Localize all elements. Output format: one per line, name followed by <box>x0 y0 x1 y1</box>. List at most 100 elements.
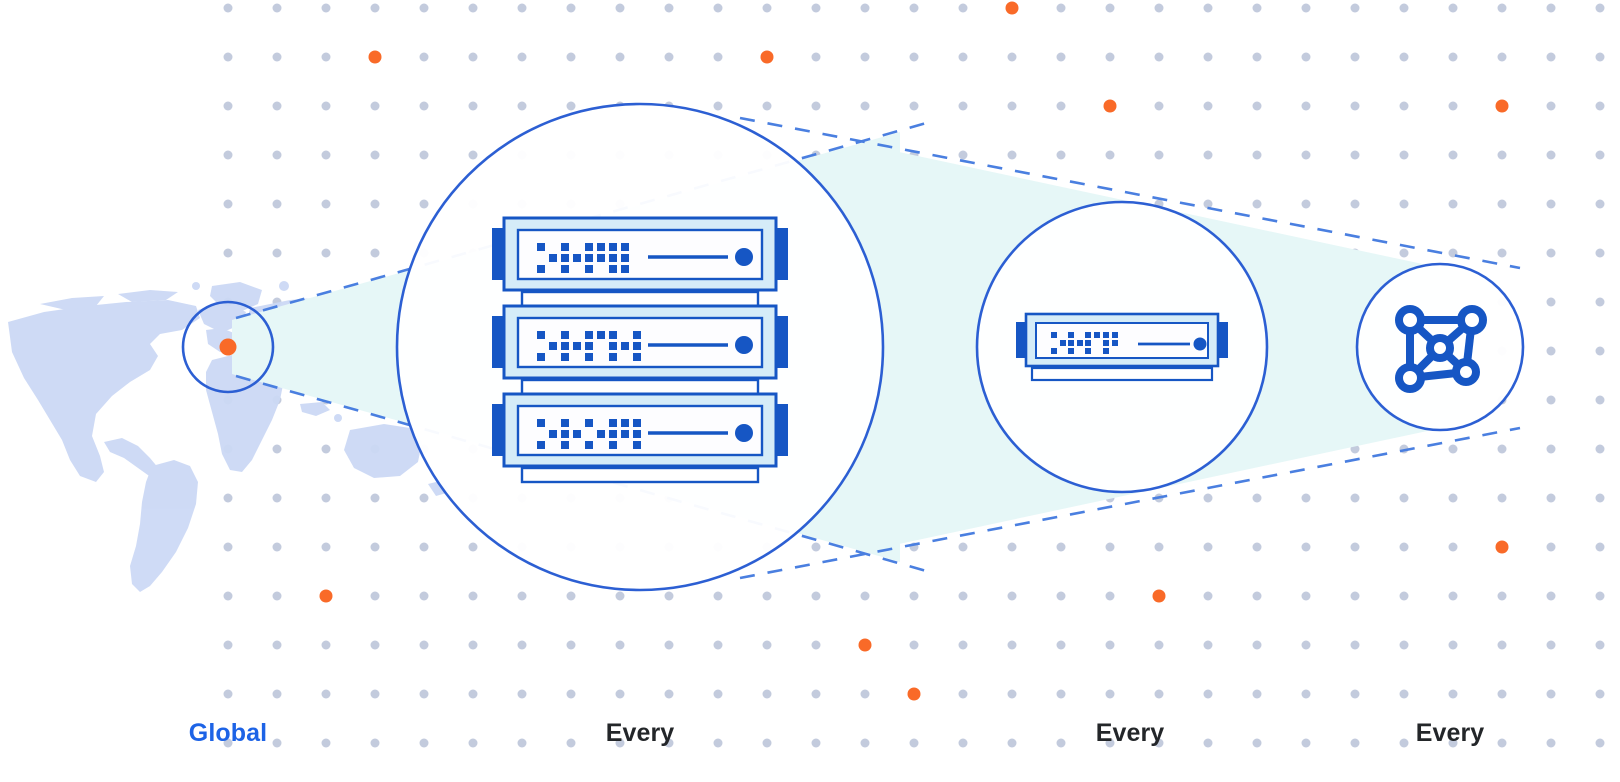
grid-dot <box>958 3 968 13</box>
grid-dot <box>1497 444 1507 454</box>
grid-dot <box>1399 738 1409 748</box>
grid-dot <box>1203 101 1213 111</box>
grid-dot <box>1595 444 1605 454</box>
grid-dot <box>272 150 282 160</box>
grid-dot <box>517 640 527 650</box>
funnel2-dashed-bottom <box>739 426 1521 580</box>
grid-dot <box>223 738 233 748</box>
grid-dot <box>1546 640 1556 650</box>
grid-dot <box>272 640 282 650</box>
grid-dot <box>1350 591 1360 601</box>
grid-dot <box>1105 640 1115 650</box>
grid-dot <box>1595 346 1605 356</box>
grid-dot-accent <box>760 50 774 64</box>
grid-dot <box>1203 150 1213 160</box>
grid-dot <box>1546 52 1556 62</box>
grid-dot-accent <box>858 638 872 652</box>
grid-dot <box>909 640 919 650</box>
grid-dot <box>1546 591 1556 601</box>
grid-dot <box>1595 150 1605 160</box>
grid-dot <box>958 542 968 552</box>
grid-dot <box>1448 591 1458 601</box>
grid-dot <box>1350 150 1360 160</box>
grid-dot <box>370 493 380 503</box>
grid-dot <box>370 542 380 552</box>
grid-dot <box>1301 52 1311 62</box>
grid-dot <box>321 150 331 160</box>
grid-dot <box>1399 101 1409 111</box>
grid-dot <box>958 150 968 160</box>
grid-dot <box>811 542 821 552</box>
grid-dot <box>223 591 233 601</box>
grid-dot <box>1154 689 1164 699</box>
grid-dot <box>1252 493 1262 503</box>
single-server-dot-matrix <box>1051 332 1118 354</box>
grid-dot <box>713 689 723 699</box>
grid-dot <box>1399 640 1409 650</box>
grid-dot <box>811 689 821 699</box>
grid-dot <box>1105 3 1115 13</box>
grid-dot <box>321 52 331 62</box>
label-every-service: Every service <box>1350 666 1550 782</box>
grid-dot <box>272 591 282 601</box>
grid-dot <box>468 591 478 601</box>
grid-dot <box>713 640 723 650</box>
grid-dot <box>1546 542 1556 552</box>
grid-dot <box>1399 493 1409 503</box>
grid-dot <box>1203 640 1213 650</box>
grid-dot <box>468 3 478 13</box>
grid-dot <box>860 591 870 601</box>
grid-dot <box>1448 542 1458 552</box>
grid-dot <box>1007 101 1017 111</box>
grid-dot <box>1105 591 1115 601</box>
grid-dot <box>1350 542 1360 552</box>
grid-dot <box>419 591 429 601</box>
grid-dot <box>419 640 429 650</box>
grid-dot <box>1056 150 1066 160</box>
grid-dot <box>1546 3 1556 13</box>
funnel-dashed-bottom <box>235 374 931 574</box>
grid-dot <box>664 738 674 748</box>
global-network-locator-circle[interactable] <box>181 300 275 394</box>
grid-dot <box>615 640 625 650</box>
grid-dot <box>1497 738 1507 748</box>
grid-dot <box>1595 493 1605 503</box>
grid-dot <box>1056 542 1066 552</box>
grid-dot <box>762 689 772 699</box>
grid-dot <box>272 199 282 209</box>
grid-dot <box>321 542 331 552</box>
grid-dot <box>615 52 625 62</box>
grid-dot <box>1154 542 1164 552</box>
grid-dot <box>1252 738 1262 748</box>
grid-dot <box>1399 542 1409 552</box>
grid-dot <box>1595 3 1605 13</box>
grid-dot <box>566 52 576 62</box>
grid-dot <box>517 738 527 748</box>
grid-dot <box>321 738 331 748</box>
grid-dot <box>1301 493 1311 503</box>
grid-dot <box>958 689 968 699</box>
grid-dot <box>566 101 576 111</box>
grid-dot <box>321 444 331 454</box>
grid-dot <box>468 689 478 699</box>
grid-dot <box>223 3 233 13</box>
grid-dot <box>1007 689 1017 699</box>
grid-dot <box>1399 689 1409 699</box>
grid-dot <box>419 738 429 748</box>
grid-dot <box>1497 689 1507 699</box>
grid-dot <box>1350 199 1360 209</box>
grid-dot <box>1497 199 1507 209</box>
grid-dot <box>1154 52 1164 62</box>
grid-dot <box>566 3 576 13</box>
grid-dot <box>1203 3 1213 13</box>
grid-dot <box>468 738 478 748</box>
grid-dot <box>762 3 772 13</box>
grid-dot <box>1301 591 1311 601</box>
grid-dot <box>1056 689 1066 699</box>
grid-dot <box>1252 3 1262 13</box>
funnel-dashed-top <box>235 120 931 320</box>
grid-dot <box>1203 199 1213 209</box>
grid-dot <box>1546 738 1556 748</box>
grid-dot <box>223 101 233 111</box>
